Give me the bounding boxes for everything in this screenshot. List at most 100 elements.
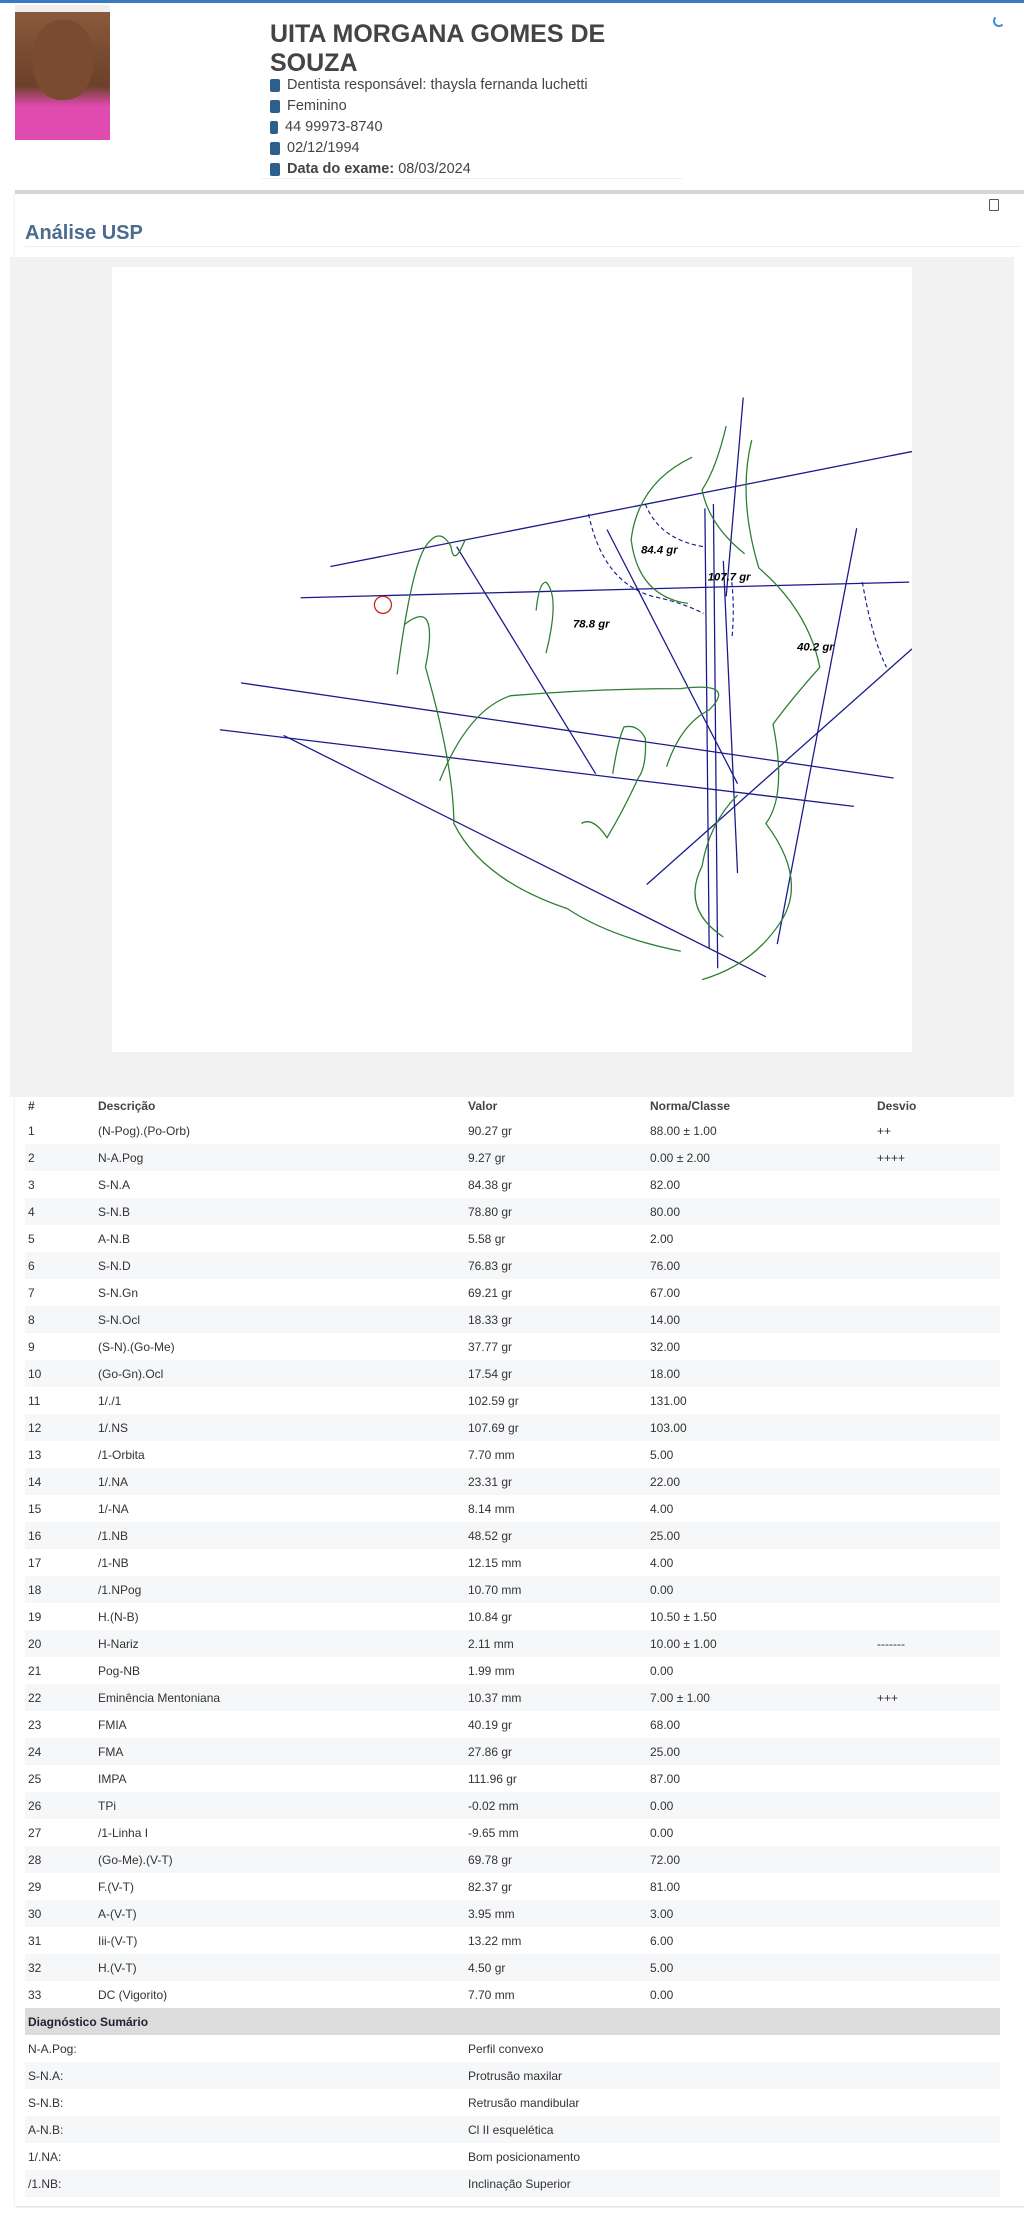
cell: -9.65 mm — [468, 1825, 519, 1840]
cell: /1-Orbita — [98, 1447, 145, 1462]
cell — [877, 1873, 1000, 1900]
cell — [877, 1846, 1000, 1873]
cell: 18 — [25, 1576, 95, 1603]
cell: Iii-(V-T) — [98, 1933, 138, 1948]
cell: 88.00 ± 1.00 — [650, 1123, 717, 1138]
cell — [877, 1522, 1000, 1549]
diagnosis-key: A-N.B: — [25, 2116, 465, 2143]
diagnosis-key: N-A.Pog: — [28, 2041, 77, 2056]
cell: S-N.Gn — [98, 1285, 139, 1300]
cell: 7 — [28, 1285, 35, 1300]
porion-marker — [373, 595, 393, 615]
cell — [877, 1171, 1000, 1198]
cell: (Go-Gn).Ocl — [95, 1360, 465, 1387]
cell: 1/./1 — [98, 1393, 122, 1408]
cell: 12.15 mm — [468, 1555, 522, 1570]
orbit-curve — [535, 581, 554, 654]
mobile-phone-icon — [270, 121, 278, 134]
cell: 103.00 — [647, 1414, 877, 1441]
cell — [877, 1981, 1000, 2008]
cell — [877, 1603, 1000, 1630]
cell — [877, 1657, 1000, 1684]
diagnosis-key: S-N.B: — [28, 2095, 64, 2110]
cell: 4.50 gr — [465, 1954, 647, 1981]
tooth-icon — [270, 79, 280, 92]
cell: 37.77 gr — [468, 1339, 513, 1354]
dentist-info: Dentista responsável: thaysla fernanda l… — [270, 75, 670, 96]
cell: 26 — [25, 1792, 95, 1819]
cell: Pog-NB — [98, 1663, 141, 1678]
exam-date-label: Data do exame: — [287, 161, 395, 177]
diagnosis-row: 1/.NA:Bom posicionamento — [25, 2143, 1000, 2170]
exam-date-info: Data do exame: 08/03/2024 — [270, 159, 670, 180]
cell: 12 — [25, 1414, 95, 1441]
cell: 78.80 gr — [465, 1198, 647, 1225]
gender-info: Feminino — [270, 96, 670, 117]
cell: 10.70 mm — [465, 1576, 647, 1603]
cell: 18.00 — [647, 1360, 877, 1387]
cell: ++++ — [877, 1144, 1000, 1171]
cell — [877, 1468, 1000, 1495]
cell — [877, 1198, 1000, 1225]
cell: 14 — [25, 1468, 95, 1495]
angle-arc — [731, 582, 734, 639]
cell: /1-Linha I — [98, 1825, 149, 1840]
document-icon[interactable] — [989, 199, 999, 211]
cell: 28 — [25, 1846, 95, 1873]
cell: 15 — [28, 1501, 42, 1516]
cell: 80.00 — [647, 1198, 877, 1225]
diagnosis-value: Cl II esquelética — [465, 2116, 1000, 2143]
cell: 27 — [28, 1825, 42, 1840]
tracing-line — [283, 734, 767, 978]
cell: FMA — [95, 1738, 465, 1765]
cell: 22 — [25, 1684, 95, 1711]
cell: 5.58 gr — [468, 1231, 506, 1246]
measurements-table: # Descrição Valor Norma/Classe Desvio 1(… — [25, 1095, 1000, 2197]
cell — [877, 1576, 1000, 1603]
cell: 9 — [28, 1339, 35, 1354]
cell: S-N.B — [95, 1198, 465, 1225]
patient-photo — [15, 5, 110, 140]
cell: 5.00 — [650, 1447, 674, 1462]
cell: 2.11 mm — [465, 1630, 647, 1657]
cell: 23 — [28, 1717, 42, 1732]
cell: 6 — [25, 1252, 95, 1279]
cell — [877, 1711, 1000, 1738]
cell: F.(V-T) — [98, 1879, 134, 1894]
cell: 22.00 — [647, 1468, 877, 1495]
cell — [877, 1225, 1000, 1252]
cell: 131.00 — [650, 1393, 687, 1408]
tracing-line — [776, 528, 858, 945]
cell — [877, 1252, 1000, 1279]
tracing-line — [456, 546, 597, 775]
col-header: Valor — [468, 1099, 498, 1113]
cell: 82.00 — [650, 1177, 681, 1192]
cell: 76.83 gr — [465, 1252, 647, 1279]
cephalometric-tracing: 84.4 gr 107.7 gr 78.8 gr 40.2 gr — [112, 267, 913, 1052]
cell — [877, 1954, 1000, 1981]
calendar-icon — [270, 163, 280, 176]
cell: 25 — [28, 1771, 42, 1786]
cell: 5.00 — [647, 1954, 877, 1981]
cell: 17 — [28, 1555, 42, 1570]
diagnosis-row: A-N.B:Cl II esquelética — [25, 2116, 1000, 2143]
cell: /1-NB — [98, 1555, 129, 1570]
cell: S-N.A — [98, 1177, 131, 1192]
cell: 76.00 — [647, 1252, 877, 1279]
cell: 3 — [28, 1177, 35, 1192]
cell: 82.37 gr — [468, 1879, 513, 1894]
